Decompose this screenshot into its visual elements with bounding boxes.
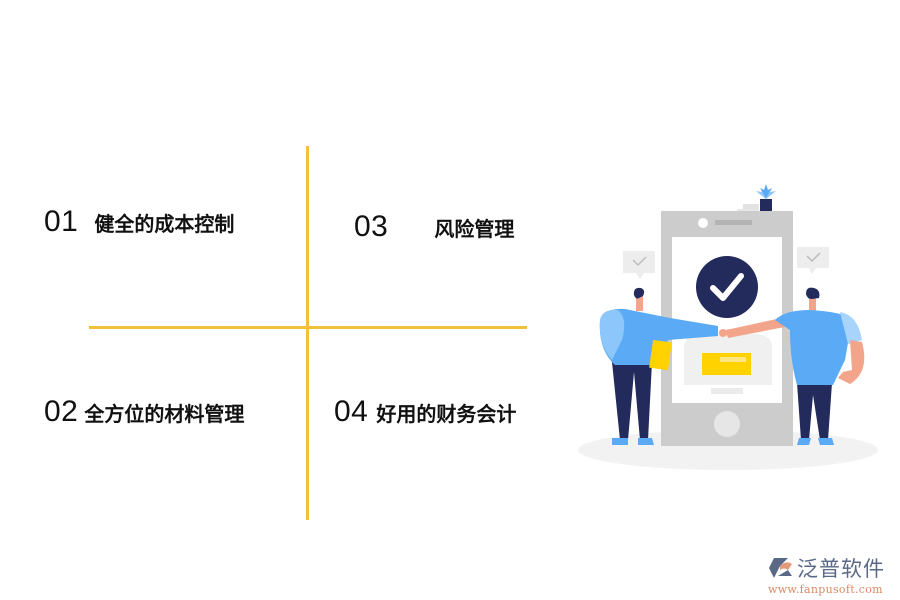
feature-item-01: 01 健全的成本控制	[44, 205, 234, 239]
feature-label: 风险管理	[434, 216, 515, 241]
speech-bubble-check-icon	[623, 251, 655, 279]
yellow-card	[702, 353, 751, 375]
illustration-fist-bump	[578, 184, 878, 470]
divider-horizontal	[89, 326, 527, 329]
feature-number: 02	[44, 395, 79, 428]
speech-bubble-check-icon	[797, 247, 829, 274]
home-button	[714, 411, 740, 437]
feature-item-02: 02 全方位的材料管理	[44, 395, 244, 429]
plant-icon	[756, 184, 776, 211]
person-right	[726, 287, 865, 445]
feature-item-03: 03 风险管理	[354, 210, 514, 244]
brand-logo: 泛普软件 www.fanpusoft.com	[768, 553, 885, 596]
feature-number: 03	[354, 210, 389, 243]
check-circle-icon	[696, 256, 758, 318]
feature-label: 好用的财务会计	[376, 401, 517, 426]
feature-item-04: 04 好用的财务会计	[334, 395, 516, 429]
feature-label: 全方位的材料管理	[84, 401, 245, 426]
brand-name: 泛普软件	[797, 557, 885, 581]
brand-url: www.fanpusoft.com	[768, 583, 883, 596]
feature-number: 01	[44, 205, 79, 238]
brand-logo-icon	[769, 558, 792, 578]
divider-vertical	[306, 146, 309, 520]
person-left	[599, 287, 718, 445]
feature-label: 健全的成本控制	[94, 211, 235, 236]
feature-number: 04	[334, 395, 369, 428]
